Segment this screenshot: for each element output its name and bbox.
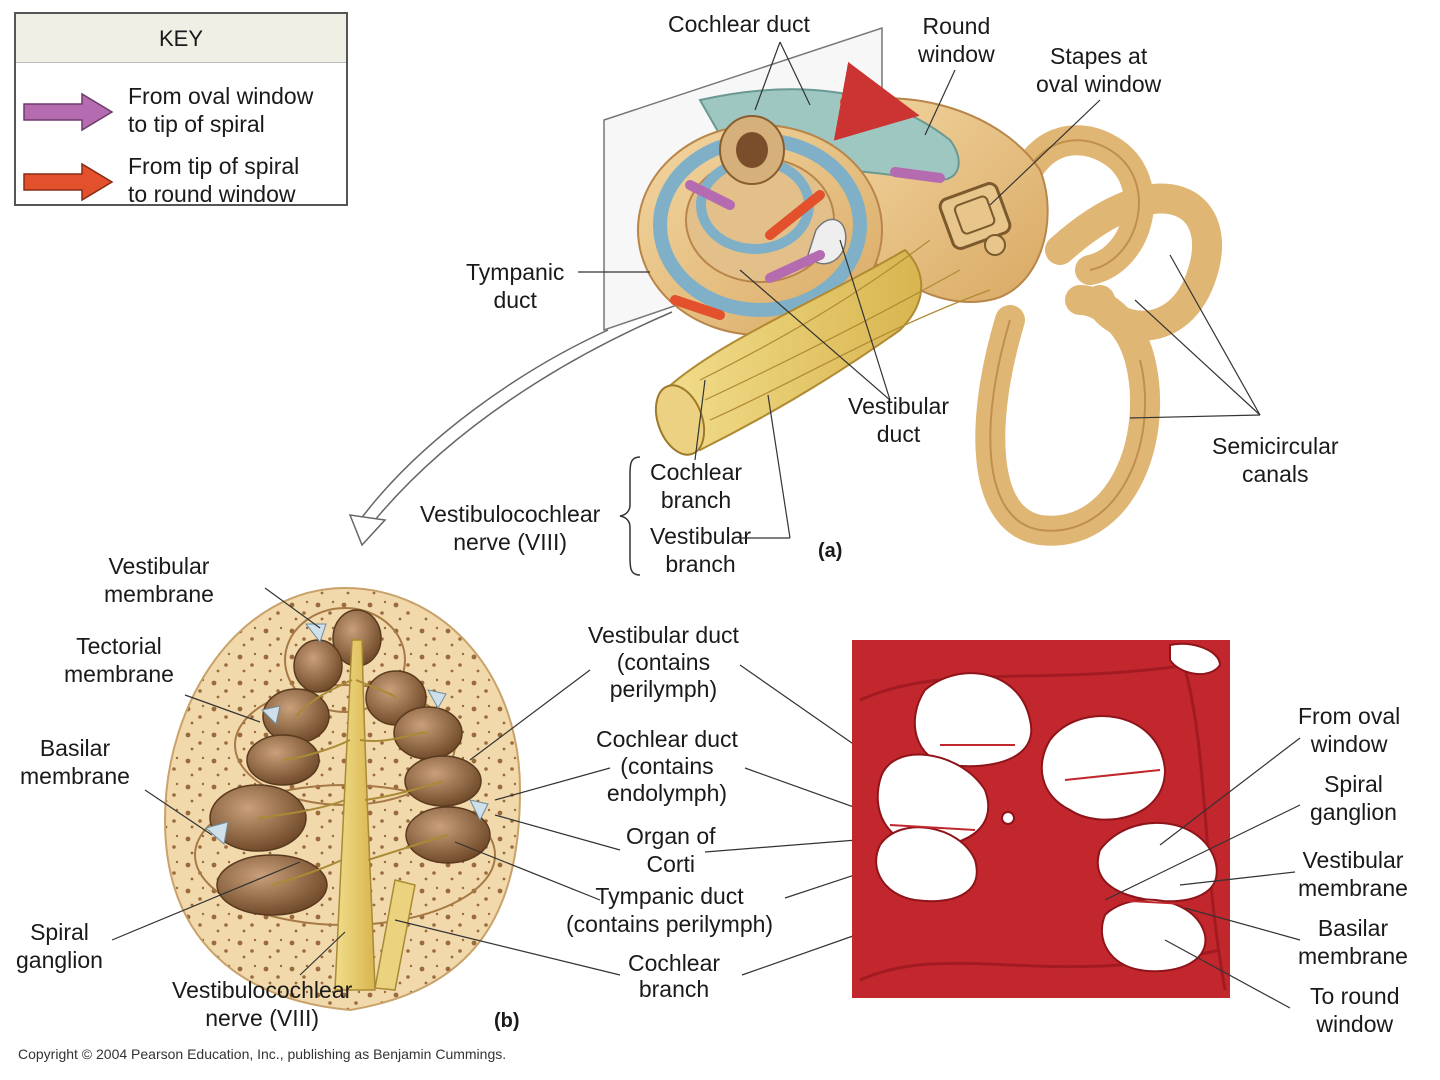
key-item-line1: From oval window xyxy=(128,83,314,109)
label-line: Organ of xyxy=(626,823,716,849)
label-line: Stapes at xyxy=(1050,43,1148,69)
label-line: (contains xyxy=(620,753,714,779)
label-line: To round xyxy=(1310,983,1400,1009)
label-organ-of-corti: Organ of Corti xyxy=(626,822,716,878)
label-line: Basilar xyxy=(39,735,111,761)
label-line: Vestibular duct xyxy=(588,622,739,648)
label-line: ganglion xyxy=(1310,799,1397,825)
label-vestibular-duct-b: Vestibular duct (contains perilymph) xyxy=(588,622,739,703)
label-line: membrane xyxy=(104,581,214,607)
panel-b-right-leaders xyxy=(1104,737,1301,1009)
label-vestibular-branch-a: Vestibular branch xyxy=(650,522,751,578)
label-line: window xyxy=(1316,1011,1394,1037)
label-line: Tympanic xyxy=(466,259,565,285)
label-line: Semicircular xyxy=(1212,433,1339,459)
label-line: ganglion xyxy=(16,947,103,973)
label-vestibular-membrane-b: Vestibular membrane xyxy=(104,552,214,608)
panel-a-drawing xyxy=(348,26,1222,547)
label-line: oval window xyxy=(1036,71,1162,97)
label-line: perilymph) xyxy=(609,676,718,702)
key-title: KEY xyxy=(16,14,346,63)
purple-arrow-icon xyxy=(23,92,114,132)
label-basilar-membrane-b: Basilar membrane xyxy=(20,734,130,790)
panel-b-tag: (b) xyxy=(494,1010,520,1032)
panel-a-leaders xyxy=(578,41,1261,539)
label-line: membrane xyxy=(1298,875,1408,901)
flow-arrows xyxy=(670,61,945,320)
label-line: Corti xyxy=(646,851,696,877)
label-round-window: Round window xyxy=(918,12,995,68)
label-line: Tympanic duct xyxy=(595,883,744,909)
label-line: duct xyxy=(493,287,537,313)
label-tympanic-duct-a: Tympanic duct xyxy=(466,258,564,314)
key-item-line2: to round window xyxy=(128,181,296,207)
label-basilar-membrane-c: Basilar membrane xyxy=(1298,914,1408,970)
label-line: Vestibular xyxy=(848,393,950,419)
label-line: duct xyxy=(876,421,921,447)
key-item-line2: to tip of spiral xyxy=(128,111,265,137)
label-line: Vestibular xyxy=(108,553,210,579)
panel-a-tag: (a) xyxy=(818,540,843,562)
label-to-round-window: To round window xyxy=(1310,982,1400,1038)
label-spiral-ganglion-c: Spiral ganglion xyxy=(1310,770,1397,826)
orange-arrow-icon xyxy=(23,162,114,202)
label-line: branch xyxy=(660,487,732,513)
label-line: From oval xyxy=(1298,703,1401,729)
key-item-line1: From tip of spiral xyxy=(128,153,300,179)
label-vestibular-duct-a: Vestibular duct xyxy=(848,392,949,448)
brace-icon xyxy=(619,456,641,576)
copyright-text: Copyright © 2004 Pearson Education, Inc.… xyxy=(18,1046,507,1062)
key-legend: KEY From oval window to tip of spiral Fr… xyxy=(14,12,348,207)
label-line: endolymph) xyxy=(606,780,728,806)
label-tympanic-duct-b: Tympanic duct (contains perilymph) xyxy=(566,882,773,938)
label-line: window xyxy=(918,41,995,67)
key-item-oval-to-tip: From oval window to tip of spiral xyxy=(16,80,346,140)
label-line: (contains xyxy=(616,649,711,675)
label-line: Vestibular xyxy=(650,523,752,549)
label-line: Vestibular xyxy=(1302,847,1404,873)
label-line: membrane xyxy=(64,661,174,687)
key-item-tip-to-round: From tip of spiral to round window xyxy=(16,150,346,210)
label-line: (contains perilymph) xyxy=(566,911,774,937)
histology-micrograph xyxy=(852,640,1230,998)
label-line: Spiral xyxy=(30,919,89,945)
label-line: Round xyxy=(922,13,991,39)
label-cochlear-duct-a: Cochlear duct xyxy=(668,11,810,37)
label-nerve-b: Vestibulocochlear nerve (VIII) xyxy=(172,976,352,1032)
label-line: Basilar xyxy=(1317,915,1389,941)
label-line: Vestibulocochlear xyxy=(172,977,353,1003)
label-line: branch xyxy=(665,551,736,577)
label-semicircular-canals: Semicircular canals xyxy=(1212,432,1339,488)
cochlea-spiral xyxy=(637,115,883,336)
label-line: Tectorial xyxy=(76,633,162,659)
label-spiral-ganglion-b: Spiral ganglion xyxy=(16,918,103,974)
label-line: membrane xyxy=(1298,943,1408,969)
section-callout-arrow xyxy=(359,329,609,521)
label-from-oval-window: From oval window xyxy=(1298,702,1400,758)
nerve-fibers xyxy=(699,239,991,421)
label-cochlear-duct-b: Cochlear duct (contains endolymph) xyxy=(596,726,738,807)
label-line: Cochlear duct xyxy=(596,726,738,752)
label-line: nerve (VIII) xyxy=(453,529,568,555)
label-line: window xyxy=(1310,731,1388,757)
label-line: Cochlear xyxy=(650,459,743,485)
label-line: Vestibulocochlear xyxy=(420,501,601,527)
label-line: canals xyxy=(1242,461,1309,487)
cochlea-cross-section xyxy=(163,586,522,1012)
label-vestibular-membrane-c: Vestibular membrane xyxy=(1298,846,1408,902)
label-line: Cochlear xyxy=(628,950,721,976)
panel-b-left-leaders xyxy=(111,587,346,976)
label-stapes: Stapes at oval window xyxy=(1036,42,1161,98)
label-cochlear-branch-a: Cochlear branch xyxy=(650,458,742,514)
label-nerve-a: Vestibulocochlear nerve (VIII) xyxy=(420,500,600,556)
label-tectorial-membrane: Tectorial membrane xyxy=(64,632,174,688)
label-cochlear-branch-b: Cochlear branch xyxy=(628,950,720,1002)
label-line: Spiral xyxy=(1324,771,1383,797)
label-line: nerve (VIII) xyxy=(205,1005,320,1031)
stapes-shape xyxy=(938,182,1012,256)
vestibulocochlear-nerve-shape xyxy=(663,248,923,452)
label-line: membrane xyxy=(20,763,130,789)
label-line: branch xyxy=(638,976,710,1002)
